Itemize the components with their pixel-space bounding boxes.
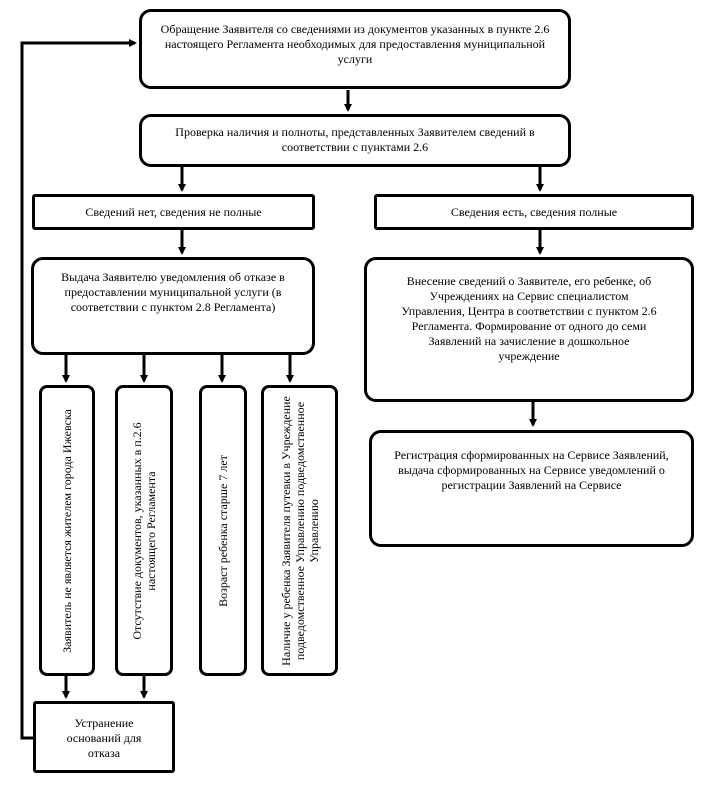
has-info-text: Сведения есть, сведения полные — [450, 205, 618, 219]
entry-box: Внесение сведений о Заявителе, его ребен… — [364, 257, 694, 402]
arrow-fix-appeal-loop — [20, 39, 137, 740]
reason-text-2: Отсутствие документов, указанных в п.2.6… — [130, 421, 158, 640]
check-box: Проверка наличия и полноты, представленн… — [139, 114, 571, 167]
no-info-box: Сведений нет, сведения не полные — [32, 194, 315, 230]
reason-text-4: Наличие у ребенка Заявителя путевки в Уч… — [278, 395, 321, 666]
reason-text-1: Заявитель не является жителем города Иже… — [60, 408, 74, 653]
registration-box: Регистрация сформированных на Сервисе За… — [369, 430, 694, 547]
reason-box-1: Заявитель не является жителем города Иже… — [39, 385, 95, 676]
entry-text: Внесение сведений о Заявителе, его ребен… — [401, 274, 657, 363]
reason-box-4: Наличие у ребенка Заявителя путевки в Уч… — [261, 385, 338, 676]
reason-box-2: Отсутствие документов, указанных в п.2.6… — [115, 385, 173, 676]
registration-text: Регистрация сформированных на Сервисе За… — [394, 448, 669, 492]
fix-text: Устранение оснований для отказа — [66, 716, 142, 760]
reason-box-3: Возраст ребенка старше 7 лет — [199, 385, 247, 676]
has-info-box: Сведения есть, сведения полные — [374, 194, 694, 230]
check-text: Проверка наличия и полноты, представленн… — [175, 125, 535, 154]
fix-box: Устранение оснований для отказа — [33, 701, 175, 773]
appeal-text: Обращение Заявителя со сведениями из док… — [160, 22, 550, 66]
no-info-text: Сведений нет, сведения не полные — [85, 205, 262, 219]
appeal-box: Обращение Заявителя со сведениями из док… — [139, 9, 571, 89]
reason-text-3: Возраст ребенка старше 7 лет — [216, 454, 230, 607]
refusal-box: Выдача Заявителю уведомления об отказе в… — [31, 257, 315, 355]
refusal-text: Выдача Заявителю уведомления об отказе в… — [61, 270, 285, 314]
